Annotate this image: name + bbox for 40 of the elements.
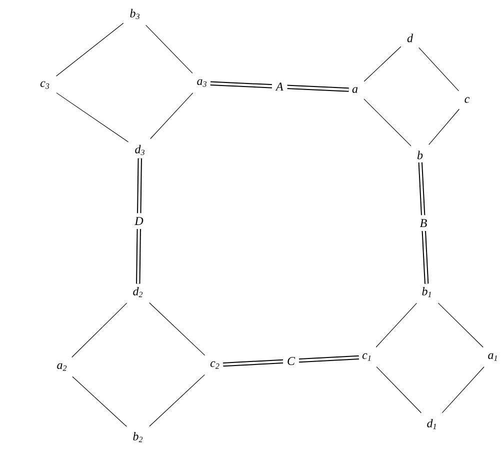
line — [428, 108, 460, 146]
vertex-label: d$_{3}$ — [135, 144, 144, 156]
double-line — [223, 355, 359, 367]
line — [438, 302, 484, 348]
edge-label: C — [283, 352, 299, 370]
vertex-label: b — [417, 150, 423, 160]
vertex-label: d$_{1}$ — [427, 418, 436, 430]
double-line — [136, 158, 142, 284]
line — [150, 92, 194, 140]
vertex-label: d — [407, 34, 414, 42]
edge-label: D — [130, 213, 148, 229]
vertex-label: a$_{2}$ — [57, 363, 67, 371]
line — [56, 92, 129, 142]
vertex-label: c$_{2}$ — [210, 361, 220, 369]
line — [364, 46, 402, 82]
line — [149, 374, 205, 427]
line — [72, 376, 127, 427]
line — [149, 302, 206, 356]
line — [72, 302, 128, 358]
vertex-label: c$_{1}$ — [362, 353, 371, 361]
line — [418, 47, 459, 92]
vertex-label: c — [464, 97, 470, 103]
vertex-label: a$_{1}$ — [488, 353, 497, 361]
vertex-label: c$_{3}$ — [40, 81, 50, 89]
line — [146, 24, 193, 74]
vertex-label: d$_{2}$ — [133, 286, 143, 298]
vertex-label: b$_{3}$ — [130, 8, 140, 20]
double-line — [210, 81, 349, 92]
edge-label: B — [416, 215, 432, 232]
vertex-label: b$_{1}$ — [422, 286, 431, 298]
line — [364, 98, 412, 146]
line — [376, 366, 422, 414]
vertex-label: a$_{3}$ — [197, 79, 206, 87]
line — [376, 302, 417, 348]
double-line — [418, 162, 429, 284]
vertex-label: a — [352, 87, 358, 93]
edge-label: A — [272, 78, 288, 95]
vertex-label: b$_{2}$ — [133, 432, 143, 442]
line — [56, 22, 124, 76]
line — [442, 366, 484, 414]
